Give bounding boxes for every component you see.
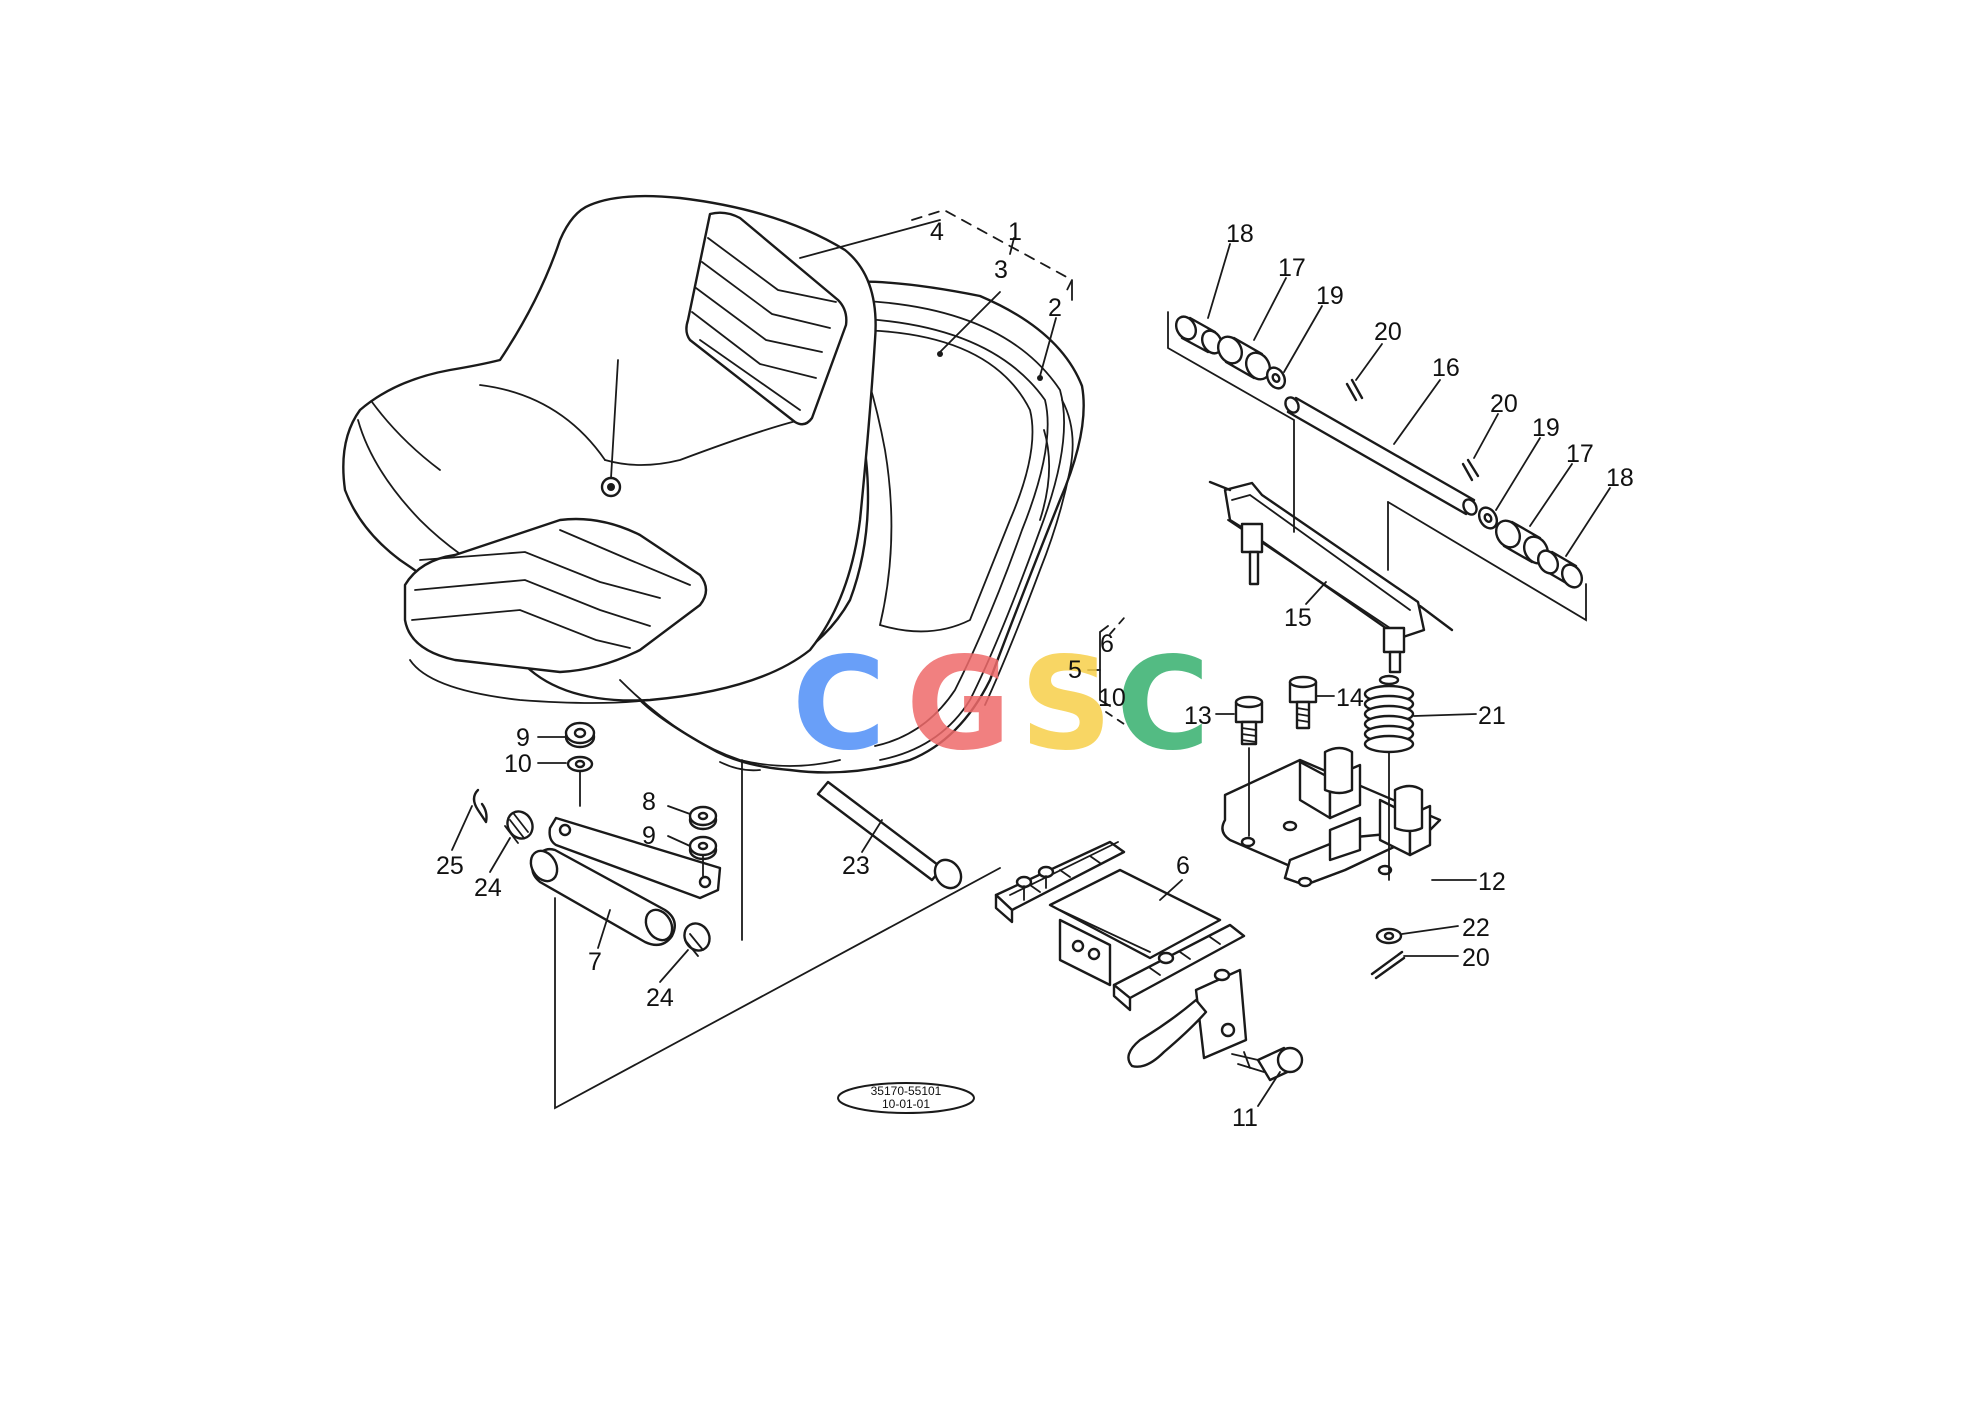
label-6-group: 6 [1100, 630, 1114, 658]
label-18-right: 18 [1606, 464, 1634, 492]
bracket-15 [1223, 481, 1426, 640]
label-19-right: 19 [1532, 414, 1560, 442]
label-7: 7 [588, 948, 602, 976]
label-24-left: 24 [474, 874, 502, 902]
nut-8 [688, 805, 718, 831]
seat-pan [638, 280, 1085, 774]
nut-9-upper [564, 721, 596, 749]
suspension-assembly [1221, 674, 1442, 980]
label-22: 22 [1462, 914, 1490, 942]
label-13: 13 [1184, 702, 1212, 730]
leader-lines [451, 209, 1611, 1107]
bolt-13 [1234, 695, 1264, 837]
slide-lever-handle [1127, 998, 1208, 1068]
spring-21 [1363, 674, 1415, 881]
label-16: 16 [1432, 354, 1460, 382]
label-24-right: 24 [646, 984, 674, 1012]
label-21: 21 [1478, 702, 1506, 730]
washer-22 [1375, 927, 1403, 945]
part-labels: 1 2 3 4 5 6 10 6 7 8 9 9 10 11 12 13 14 … [436, 218, 1634, 1132]
watermark-letter-s: S [1020, 630, 1112, 779]
seat-pad-lower [403, 517, 708, 674]
seat-assembly [342, 194, 1085, 774]
label-9-upper: 9 [516, 724, 530, 752]
label-20-upper-right: 20 [1490, 390, 1518, 418]
label-10-left: 10 [504, 750, 532, 778]
label-12: 12 [1478, 868, 1506, 896]
label-4: 4 [930, 218, 944, 246]
pivot-pin-23 [816, 780, 963, 890]
hinge-assembly [472, 721, 1001, 1110]
label-10-group: 10 [1098, 684, 1126, 712]
label-25: 25 [436, 852, 464, 880]
label-17-left: 17 [1278, 254, 1306, 282]
watermark-letter-g: G [906, 630, 1011, 779]
bolt-24-left [504, 810, 534, 844]
label-19-left: 19 [1316, 282, 1344, 310]
label-1: 1 [1008, 218, 1022, 246]
bushing-17-right [1494, 519, 1550, 565]
washer-19-right [1477, 506, 1499, 530]
bolt-14 [1288, 675, 1318, 730]
label-17-right: 17 [1566, 440, 1594, 468]
watermark-letter-c1: C [792, 630, 886, 779]
back-pad-upper [685, 211, 848, 426]
drawing-code-stamp: 35170-55101 10-01-01 [837, 1082, 975, 1114]
cotter-pin-20-upper-left [1345, 378, 1364, 402]
shaft-assembly [1167, 311, 1587, 674]
bolt-24-right [683, 922, 711, 957]
label-20-lower: 20 [1462, 944, 1490, 972]
label-3: 3 [994, 256, 1008, 284]
drawing-code-line2: 10-01-01 [882, 1097, 930, 1111]
label-20-upper-left: 20 [1374, 318, 1402, 346]
bolt-11 [1231, 1046, 1304, 1082]
cotter-pin-20-upper-right [1461, 458, 1480, 482]
label-6-rail: 6 [1176, 852, 1190, 880]
clip-25 [472, 788, 488, 824]
label-18-left: 18 [1226, 220, 1254, 248]
label-8: 8 [642, 788, 656, 816]
bushing-18-right [1536, 549, 1584, 589]
washer-19-left [1265, 366, 1287, 390]
label-14: 14 [1336, 684, 1364, 712]
label-5: 5 [1068, 656, 1082, 684]
label-23: 23 [842, 852, 870, 880]
drawing-code-line1: 35170-55101 [871, 1084, 942, 1098]
bushing-18-left [1174, 315, 1224, 355]
watermark-letter-c2: C [1116, 630, 1210, 779]
slide-rail-assembly [994, 840, 1304, 1082]
label-11: 11 [1232, 1104, 1258, 1132]
label-15: 15 [1284, 604, 1312, 632]
cotter-pin-20-lower [1370, 950, 1406, 980]
label-9-lower: 9 [642, 822, 656, 850]
washer-10-upper [566, 755, 594, 773]
watermark-logo: C G S C [792, 630, 1210, 779]
label-2: 2 [1048, 294, 1062, 322]
bushing-17-left [1216, 335, 1272, 381]
